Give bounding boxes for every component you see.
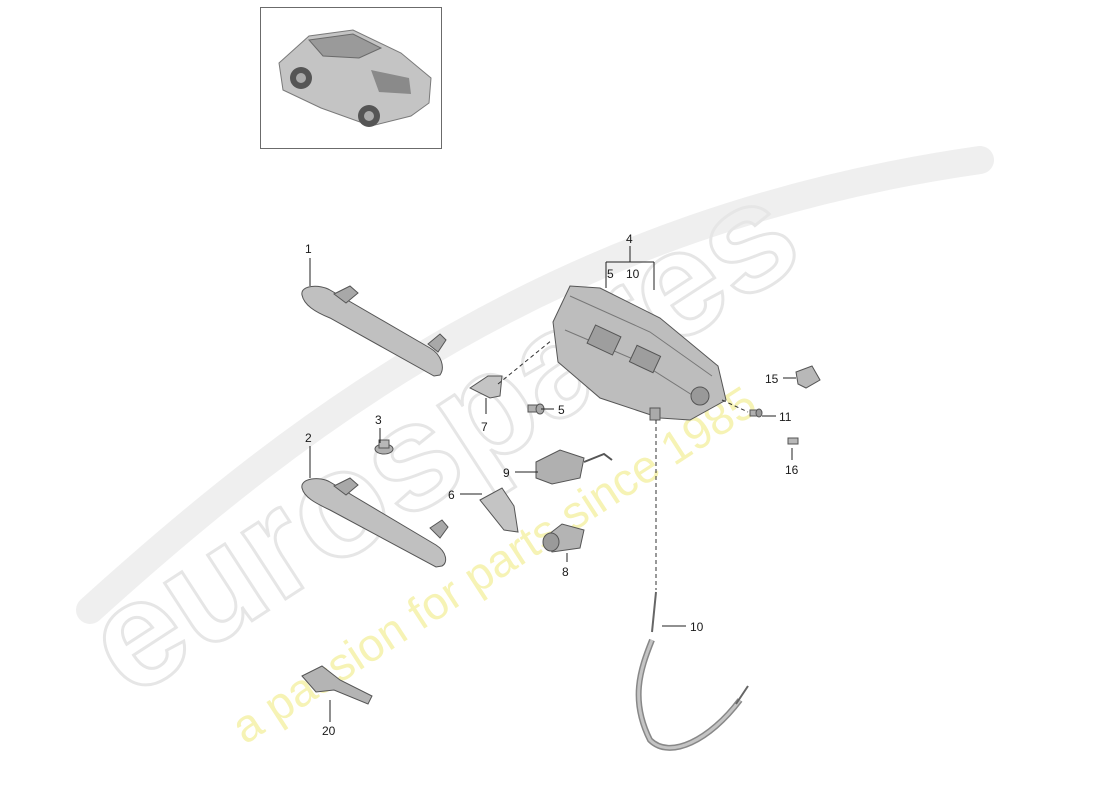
callout-10: 10	[690, 620, 704, 634]
callout-4: 4	[626, 232, 633, 246]
callout-1: 1	[305, 242, 312, 256]
callout-11: 11	[779, 410, 792, 424]
clip	[787, 437, 799, 445]
callout-16: 16	[785, 463, 799, 477]
callout-6: 6	[448, 488, 455, 502]
callout-2: 2	[305, 431, 312, 445]
callout-9: 9	[503, 466, 510, 480]
screw-11	[749, 408, 763, 418]
callout-7: 7	[481, 420, 488, 434]
door-handle-lower	[301, 477, 449, 568]
screw	[374, 439, 394, 455]
callout-15: 15	[765, 372, 779, 386]
callout-5-top: 5	[607, 267, 614, 281]
vehicle-thumbnail	[260, 7, 442, 149]
door-handle-upper	[301, 285, 447, 377]
callout-3: 3	[375, 413, 382, 427]
cap	[795, 365, 821, 389]
callout-5: 5	[558, 403, 565, 417]
bowden-cable	[635, 591, 749, 751]
key	[301, 665, 373, 705]
lock-cylinder	[542, 523, 585, 553]
door-lock-assembly	[552, 285, 727, 421]
callout-20: 20	[322, 724, 336, 738]
callout-8: 8	[562, 565, 569, 579]
cover-plate	[479, 487, 519, 533]
micro-switch	[535, 449, 613, 485]
callout-10-top: 10	[626, 267, 640, 281]
car-icon	[278, 29, 432, 127]
bracket	[469, 375, 503, 399]
